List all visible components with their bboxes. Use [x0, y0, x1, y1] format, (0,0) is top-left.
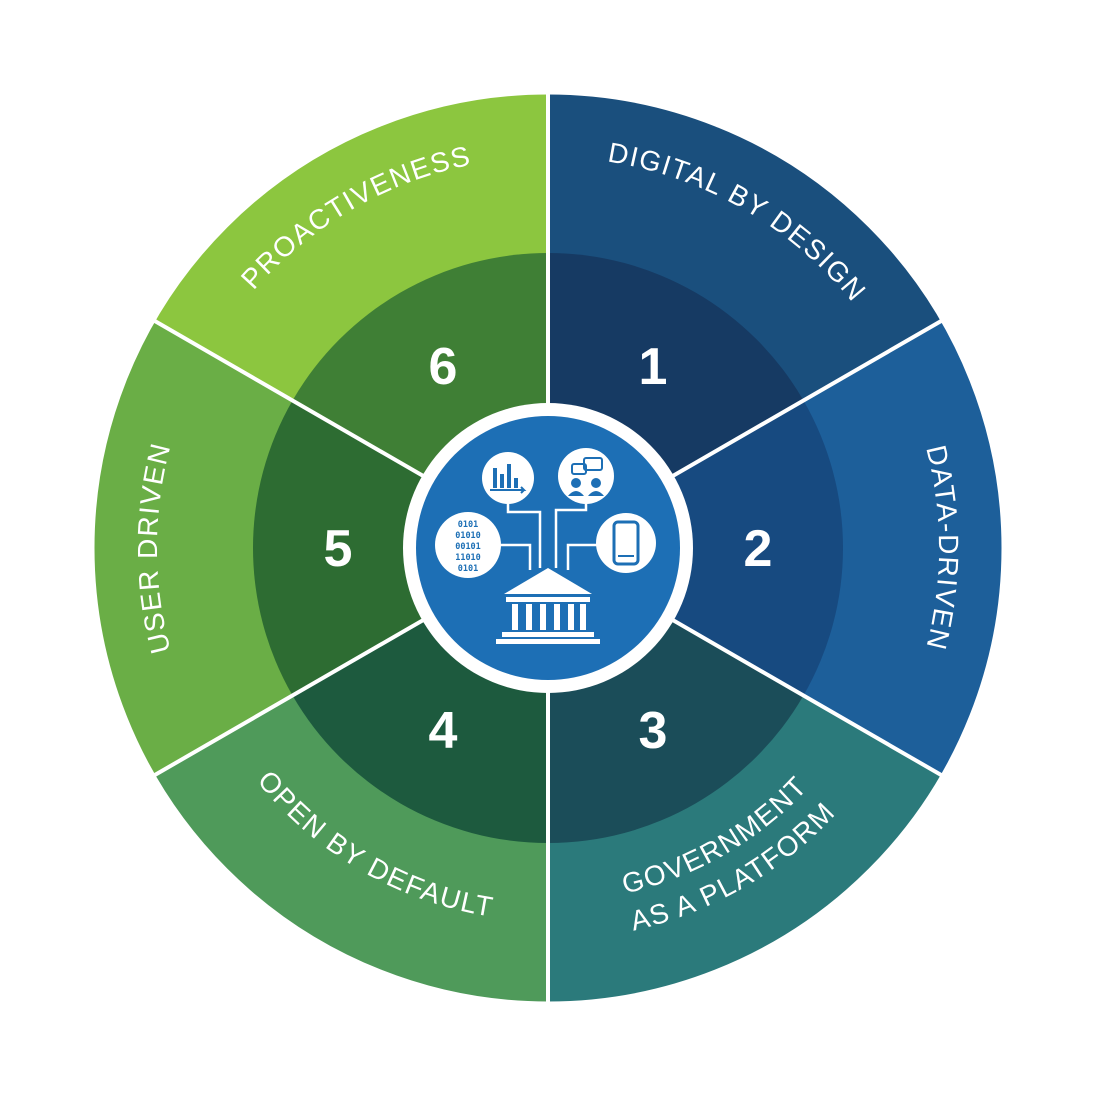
bar-chart-icon [482, 452, 534, 504]
segment-number-6: 6 [429, 338, 458, 396]
binary-row: 00101 [455, 542, 481, 552]
segment-number-5: 5 [324, 520, 353, 578]
government-building-icon [496, 568, 600, 644]
segment-inner-5 [252, 400, 548, 696]
segment-number-1: 1 [639, 338, 668, 396]
binary-row: 01010 [455, 531, 481, 541]
people-chat-icon [558, 448, 614, 504]
segment-numbers: 1 2 3 4 5 6 [324, 338, 773, 760]
segment-number-3: 3 [639, 702, 668, 760]
segment-number-4: 4 [429, 702, 458, 760]
segment-inner-2 [548, 400, 844, 696]
binary-row: 0101 [458, 520, 478, 530]
binary-code-icon: 0101 01010 00101 11010 0101 [435, 512, 501, 578]
outer-rim [91, 91, 1005, 1005]
binary-row: 11010 [455, 553, 481, 563]
segment-number-2: 2 [744, 520, 773, 578]
center-hub-core [416, 416, 680, 680]
binary-row: 0101 [458, 564, 478, 574]
mobile-phone-icon [596, 513, 656, 573]
center-hub: 0101 01010 00101 11010 0101 [403, 403, 693, 693]
